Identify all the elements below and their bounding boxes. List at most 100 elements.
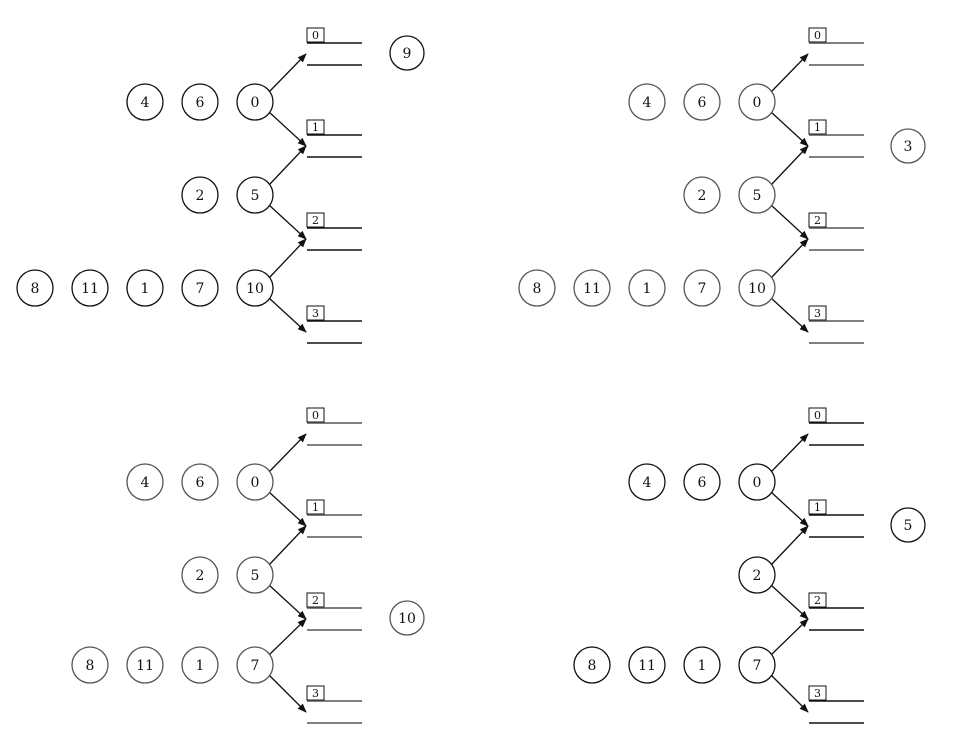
node-8: 8 — [573, 646, 611, 684]
node-circle — [683, 269, 721, 307]
node-circle — [738, 176, 776, 214]
node-11: 11 — [628, 646, 666, 684]
pointer-arrow — [770, 491, 809, 527]
node-1: 1 — [181, 646, 219, 684]
node-circle — [683, 463, 721, 501]
node-11: 11 — [573, 269, 611, 307]
node-11: 11 — [71, 269, 109, 307]
pointer-arrow — [770, 618, 809, 656]
pointer-arrow — [770, 145, 809, 186]
slot-label: 1 — [814, 121, 821, 134]
slot-label: 0 — [312, 409, 319, 422]
incoming-node-label: 9 — [403, 46, 412, 62]
node-8: 8 — [16, 269, 54, 307]
node-label: 0 — [753, 95, 762, 111]
slot-label: 2 — [814, 214, 821, 227]
slot-label-box — [306, 119, 325, 135]
pointer-arrow — [268, 433, 307, 473]
slot-2: 2 — [808, 592, 864, 631]
node-0: 0 — [738, 463, 776, 501]
node-circle — [236, 269, 274, 307]
node-label: 2 — [196, 188, 205, 204]
node-circle — [181, 556, 219, 594]
pointer-arrow — [770, 204, 809, 240]
slot-label-box — [808, 407, 827, 423]
node-label: 1 — [141, 281, 150, 297]
node-5: 5 — [236, 556, 274, 594]
node-0: 0 — [738, 83, 776, 121]
node-circle — [181, 646, 219, 684]
node-7: 7 — [738, 646, 776, 684]
node-10: 10 — [236, 269, 274, 307]
node-circle — [628, 646, 666, 684]
node-1: 1 — [628, 269, 666, 307]
node-6: 6 — [683, 463, 721, 501]
incoming-node: 5 — [890, 507, 926, 543]
node-label: 4 — [643, 475, 652, 491]
slot-1: 1 — [306, 499, 362, 538]
pointer-arrow — [268, 53, 307, 93]
node-label: 7 — [251, 658, 260, 674]
slot-1: 1 — [306, 119, 362, 158]
node-circle — [71, 269, 109, 307]
slot-0: 0 — [808, 407, 864, 446]
node-label: 1 — [196, 658, 205, 674]
node-label: 2 — [698, 188, 707, 204]
node-4: 4 — [126, 463, 164, 501]
slot-label-box — [306, 305, 325, 321]
slot-label: 2 — [312, 594, 319, 607]
node-label: 7 — [698, 281, 707, 297]
node-label: 10 — [748, 281, 766, 297]
slot-label: 0 — [312, 29, 319, 42]
incoming-node-circle — [890, 128, 926, 164]
node-circle — [181, 463, 219, 501]
node-7: 7 — [236, 646, 274, 684]
node-label: 6 — [698, 475, 707, 491]
node-circle — [738, 83, 776, 121]
node-label: 1 — [643, 281, 652, 297]
node-circle — [628, 269, 666, 307]
node-label: 8 — [588, 658, 597, 674]
node-label: 2 — [196, 568, 205, 584]
node-circle — [573, 269, 611, 307]
node-circle — [738, 269, 776, 307]
node-8: 8 — [71, 646, 109, 684]
node-0: 0 — [236, 83, 274, 121]
pointer-arrow — [770, 525, 809, 566]
incoming-node-label: 3 — [904, 139, 913, 155]
node-circle — [126, 83, 164, 121]
node-5: 5 — [738, 176, 776, 214]
node-label: 7 — [753, 658, 762, 674]
node-6: 6 — [181, 463, 219, 501]
slot-label-box — [808, 27, 827, 43]
slot-label-box — [808, 685, 827, 701]
slot-label-box — [306, 27, 325, 43]
slot-label: 3 — [814, 307, 821, 320]
node-circle — [126, 269, 164, 307]
incoming-node-label: 10 — [398, 611, 416, 627]
pointer-arrow — [268, 111, 307, 147]
node-1: 1 — [126, 269, 164, 307]
node-circle — [236, 463, 274, 501]
node-circle — [683, 83, 721, 121]
slot-label-box — [808, 305, 827, 321]
slot-label-box — [808, 212, 827, 228]
pointer-arrow — [770, 433, 809, 473]
node-7: 7 — [683, 269, 721, 307]
node-circle — [236, 83, 274, 121]
node-circle — [181, 176, 219, 214]
slot-1: 1 — [808, 119, 864, 158]
node-label: 5 — [251, 188, 260, 204]
incoming-node-circle — [890, 507, 926, 543]
slot-label-box — [808, 119, 827, 135]
node-4: 4 — [628, 83, 666, 121]
node-4: 4 — [126, 83, 164, 121]
node-label: 6 — [196, 475, 205, 491]
slot-label: 0 — [814, 29, 821, 42]
node-2: 2 — [738, 556, 776, 594]
pointer-arrow — [268, 674, 307, 713]
node-6: 6 — [181, 83, 219, 121]
pointer-arrow — [268, 584, 307, 620]
